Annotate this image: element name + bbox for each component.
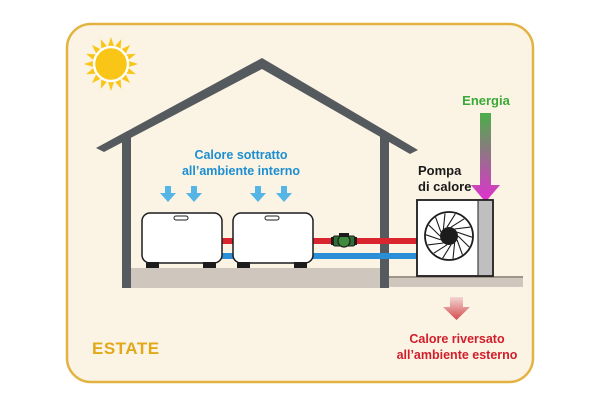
heat-pump-outdoor-unit (416, 199, 494, 277)
fan-grill-line (446, 213, 456, 228)
fan-grill-line (457, 235, 470, 248)
outdoor-ground (388, 277, 523, 287)
heat-pump-label: Pompa di calore (418, 163, 472, 194)
return-pipe (309, 253, 422, 259)
sun-ray (100, 79, 107, 89)
sun-ray (86, 68, 96, 75)
house-outline (96, 58, 418, 288)
sun-ray (108, 37, 114, 47)
sun-ray (126, 68, 136, 75)
sun-ray (108, 81, 114, 91)
cold-arrow-1 (160, 186, 176, 202)
fan-grill-line (427, 242, 444, 246)
sun-ray (115, 39, 122, 49)
sun-ray (84, 61, 94, 67)
fan-grill-line (454, 226, 471, 230)
fan-grill-line (450, 218, 465, 228)
pipes (219, 238, 422, 259)
cold-arrow-4 (276, 186, 292, 202)
cold-arrow-3 (250, 186, 266, 202)
supply-pipe-left (219, 238, 236, 244)
fan-grill-line (452, 242, 456, 259)
fan-grill-line (442, 244, 452, 259)
indoor-unit-left (141, 212, 223, 268)
frame (65, 22, 535, 384)
indoor-floor (128, 268, 386, 288)
sun-ray (126, 53, 136, 60)
fan-grill-line (456, 239, 463, 255)
fan-grill-line (435, 217, 442, 233)
supply-pipe (309, 238, 422, 244)
fan-icon (424, 211, 474, 261)
sun-ray (128, 61, 138, 67)
heat-released-label: Calore riversato all’ambiente esterno (396, 332, 518, 362)
energy-arrow (471, 113, 500, 202)
circulator-pump-icon (331, 233, 357, 248)
cold-arrow-2 (186, 186, 202, 202)
cold-arrows (160, 186, 292, 202)
sun-ray (100, 39, 107, 49)
heat-removed-label: Calore sottratto all’ambiente interno (181, 148, 301, 178)
fan-grill-line (433, 244, 448, 254)
fan-grill-line (442, 213, 446, 230)
fan-grill-line (456, 231, 473, 238)
fan-grill-line (428, 224, 441, 237)
sun-icon (84, 37, 138, 91)
hot-arrow (443, 297, 470, 320)
sun-ray (115, 79, 122, 89)
season-label: ESTATE (92, 339, 160, 358)
sun-ray (86, 53, 96, 60)
indoor-unit-right (232, 212, 314, 268)
energy-label: Energia (462, 93, 510, 108)
return-pipe-left (219, 253, 236, 259)
fan-grill-line (425, 234, 442, 241)
